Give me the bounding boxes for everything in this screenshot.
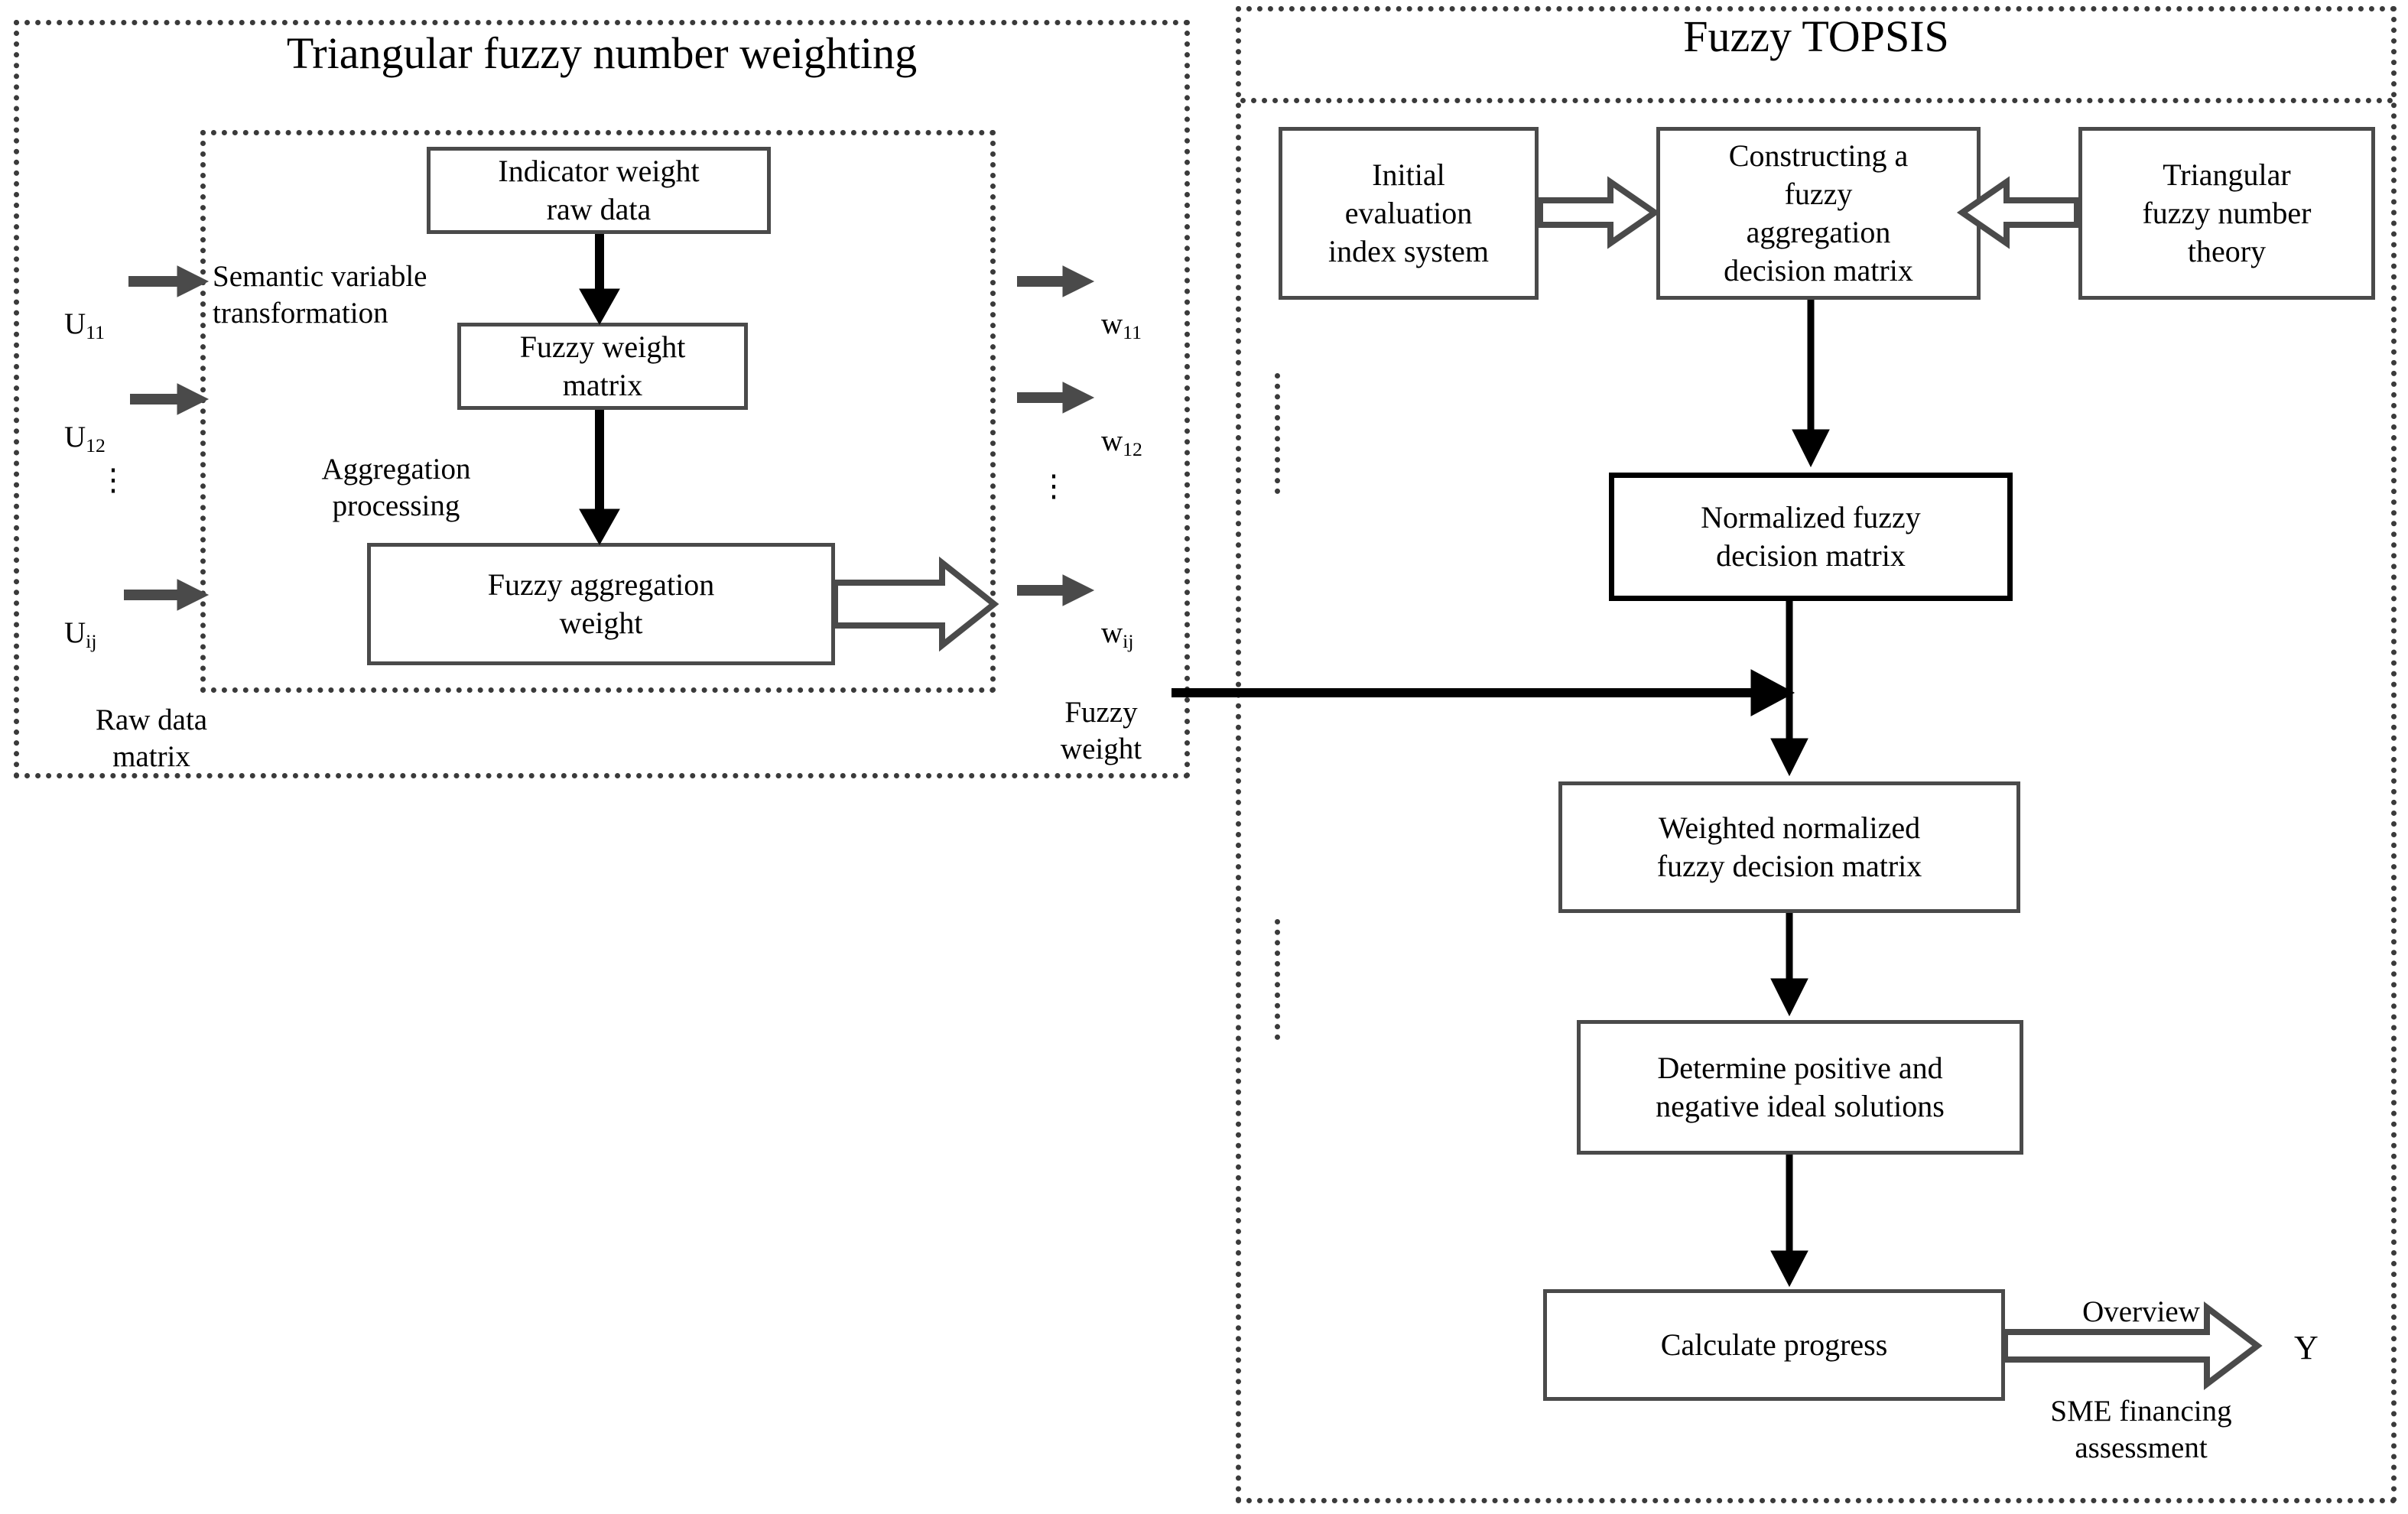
input-base-uij: U [64,616,86,649]
right-panel-frame [1236,6,2397,1503]
input-sub-u11: 11 [86,320,105,343]
output-base-w11: w [1101,307,1123,340]
input-base-u11: U [64,307,86,340]
input-label-u11: U11 [64,269,164,344]
output-base-wij: w [1101,616,1123,649]
output-label-wij: wij [1101,578,1201,653]
output-label-w11: w11 [1101,269,1201,344]
input-ellipsis: ⋮ [98,463,128,497]
label-raw-data-matrix: Raw data matrix [95,703,208,773]
left-panel-title: Triangular fuzzy number weighting [286,28,918,78]
output-label-w12: w12 [1101,386,1201,461]
output-sub-wij: ij [1123,629,1134,652]
box-fuzzy-aggregation-weight: Fuzzy aggregation weight [367,543,835,665]
box-weighted-normalized-fuzzy-decision-matrix: Weighted normalized fuzzy decision matri… [1558,781,2020,913]
label-aggregation-processing: Aggregation processing [321,453,471,522]
label-fuzzy-weight: Fuzzy weight [1060,696,1142,765]
input-label-uij: Uij [64,578,164,653]
left-panel-frame [14,20,1190,778]
box-normalized-fuzzy-decision-matrix: Normalized fuzzy decision matrix [1609,473,2013,601]
label-output-y: Y [2294,1329,2319,1366]
label-sme-financing-assessment: SME financing assessment [2050,1395,2232,1464]
right-panel-title-divider [1240,98,2393,103]
right-panel-inner-tick-lower [1275,919,1280,1040]
output-sub-w11: 11 [1123,320,1142,343]
output-base-w12: w [1101,424,1123,457]
box-triangular-fuzzy-number-theory: Triangular fuzzy number theory [2078,127,2375,300]
input-sub-uij: ij [86,629,97,652]
box-calculate-progress: Calculate progress [1543,1289,2005,1401]
box-determine-positive-and-negative-ideal-solutions: Determine positive and negative ideal so… [1577,1020,2023,1155]
output-ellipsis: ⋮ [1038,469,1069,503]
label-semantic-variable-transformation: Semantic variable transformation [213,260,427,330]
box-fuzzy-weight-matrix: Fuzzy weight matrix [457,323,748,410]
input-sub-u12: 12 [86,434,106,456]
label-overview: Overview [2082,1295,2200,1328]
output-sub-w12: 12 [1123,437,1142,460]
box-constructing-fuzzy-aggregation-decision-matrix: Constructing a fuzzy aggregation decisio… [1656,127,1981,300]
box-indicator-weight-raw-data: Indicator weight raw data [427,147,771,234]
input-base-u12: U [64,420,86,453]
right-panel-title: Fuzzy TOPSIS [1683,11,1949,61]
box-initial-evaluation-index-system: Initial evaluation index system [1279,127,1539,300]
input-label-u12: U12 [64,382,164,457]
right-panel-inner-tick-upper [1275,373,1280,494]
